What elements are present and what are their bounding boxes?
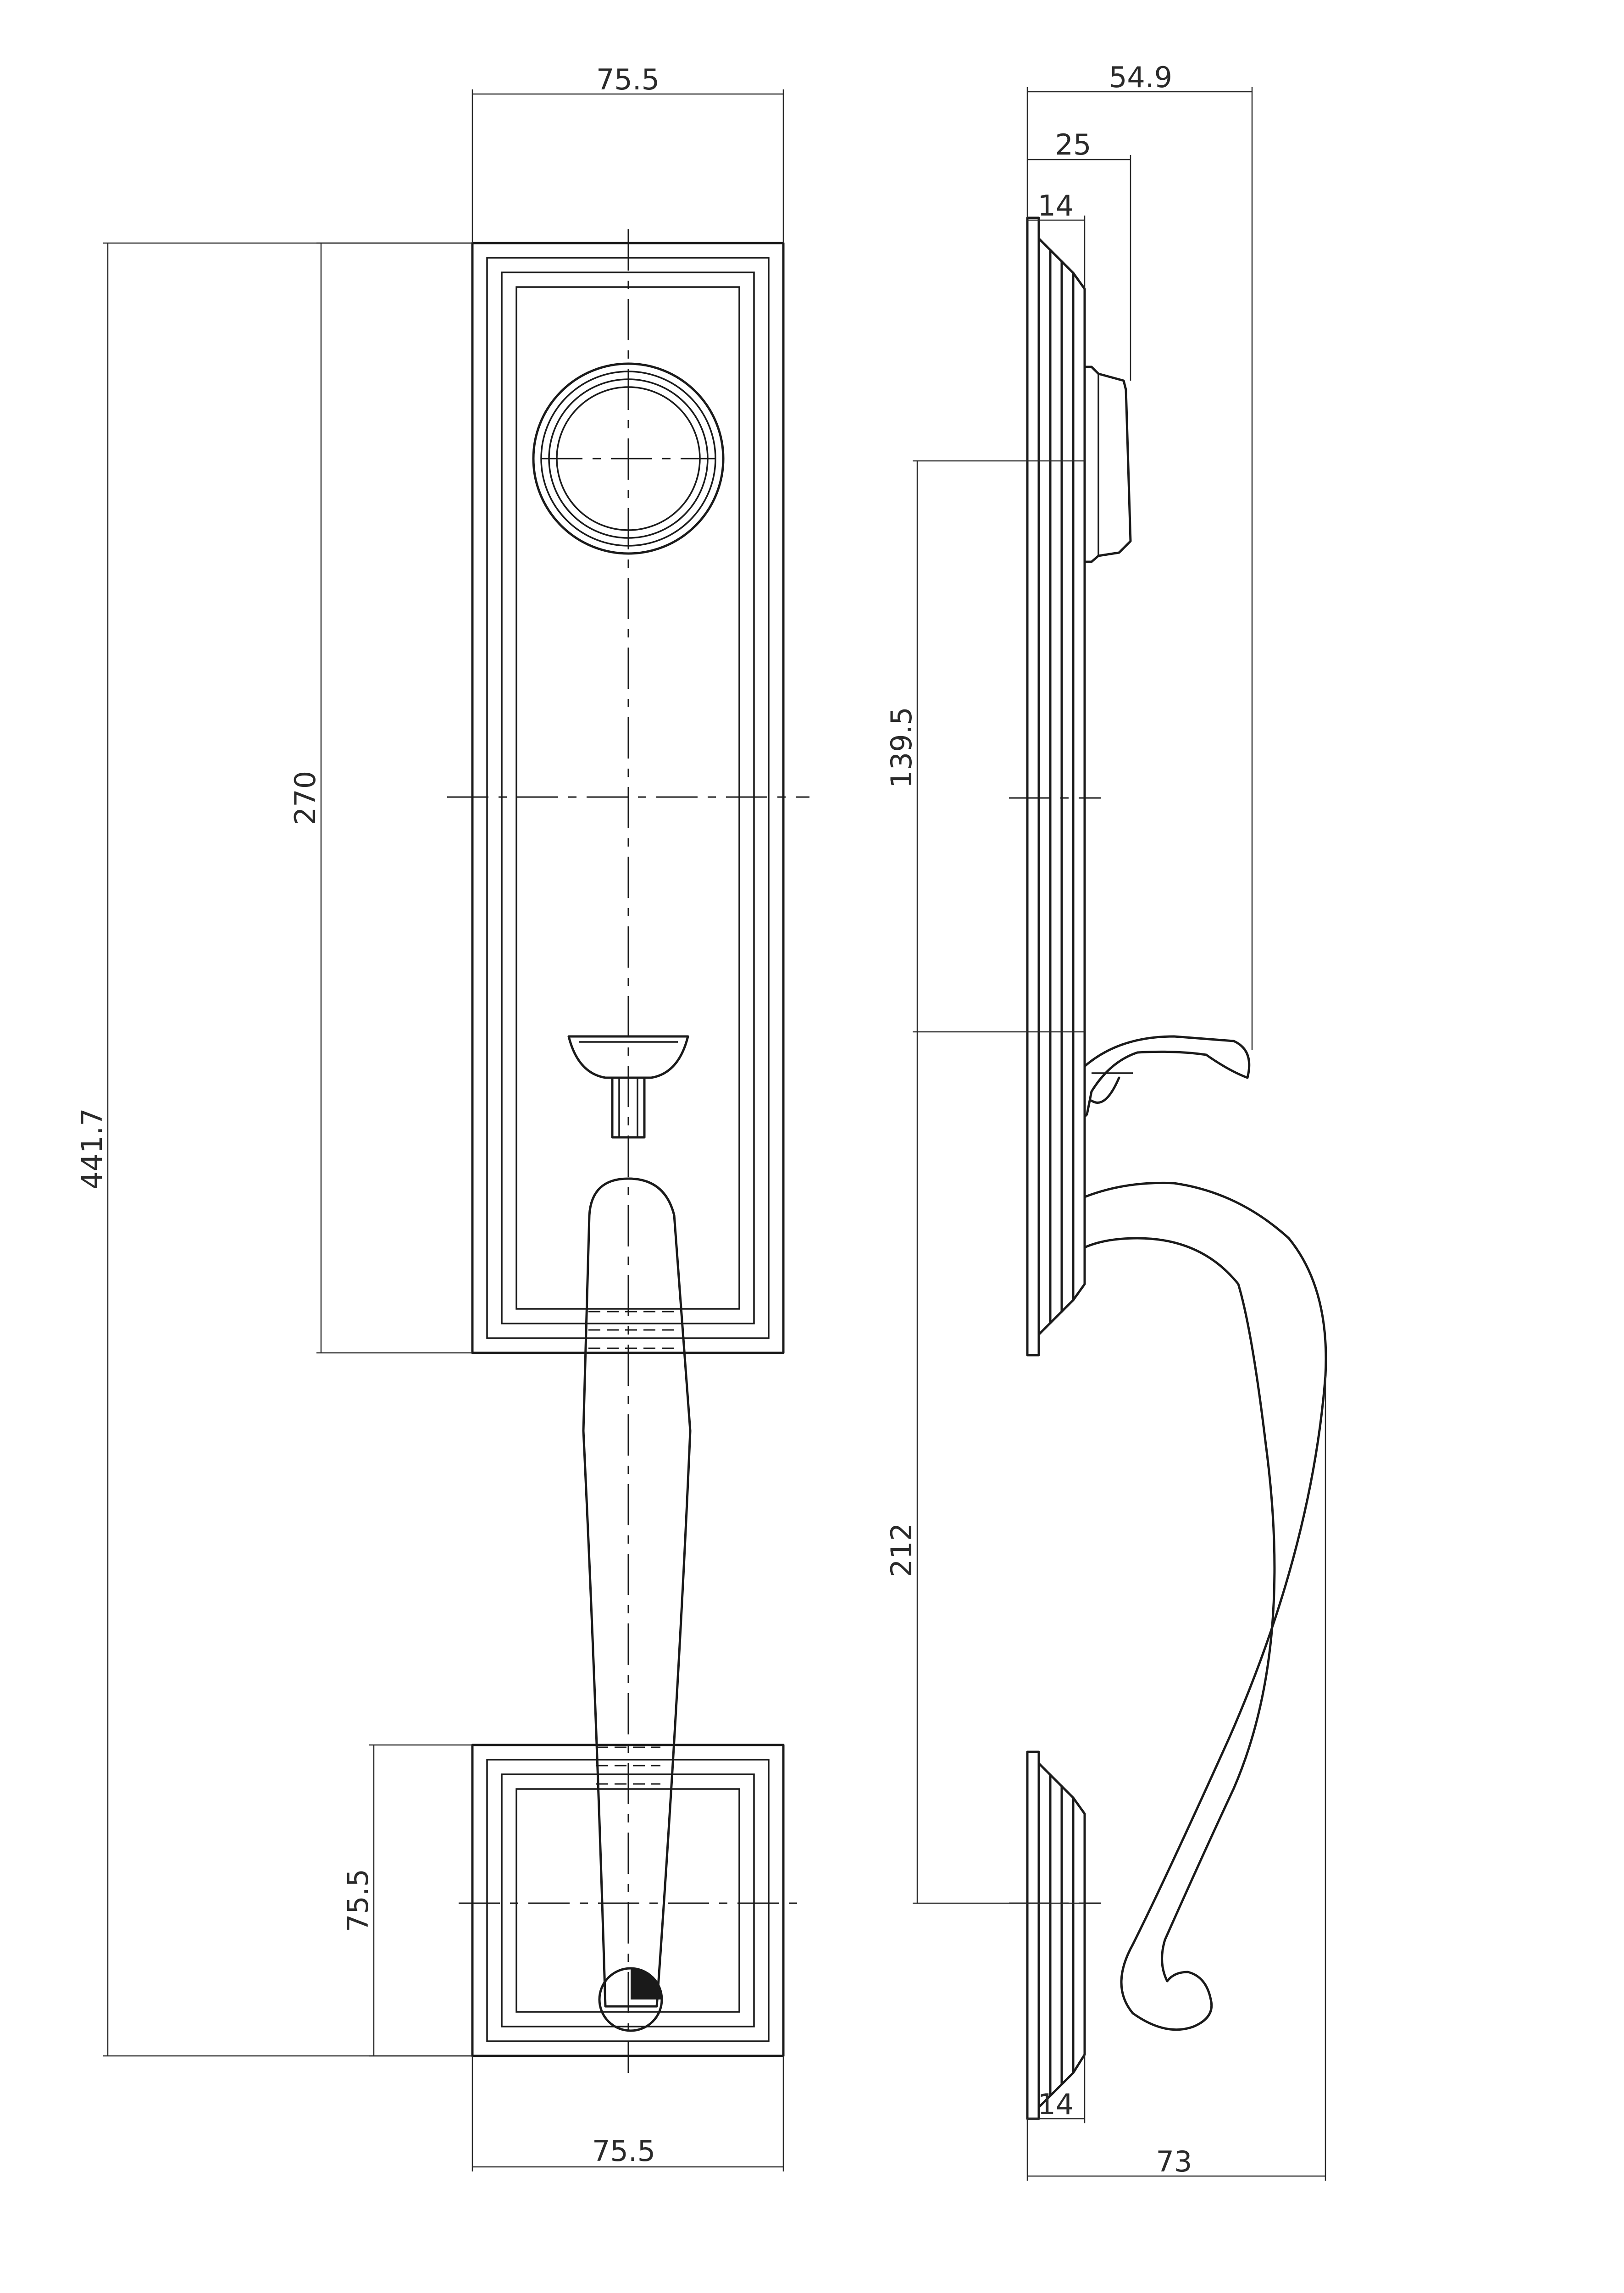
handle-end-knob [598, 1967, 663, 2032]
dim-label-front-top-width: 75.5 [596, 63, 660, 96]
dim-label-side-bottom-depth: 73 [1156, 2145, 1192, 2178]
dim-label-side-depth-25: 25 [1055, 128, 1092, 161]
dim-label-side-spacing-139-5: 139.5 [885, 707, 918, 788]
side-deadbolt-knob [1083, 366, 1132, 563]
dim-label-side-depth-14-top: 14 [1038, 189, 1074, 222]
dim-label-side-spacing-212: 212 [885, 1523, 918, 1577]
dim-front-total-height: 441.7 [75, 242, 472, 2057]
dim-label-side-depth-14-bottom: 14 [1038, 2088, 1074, 2121]
dim-side-top-depth: 54.9 [1026, 61, 1253, 1050]
dim-label-front-plate-height: 270 [288, 771, 322, 825]
dim-side-spacing-212: 212 [885, 1032, 1085, 1904]
dim-label-front-total-height: 441.7 [75, 1108, 109, 1190]
dim-side-bottom-depth: 73 [1026, 1376, 1326, 2181]
side-center-lines [1009, 797, 1101, 1904]
front-center-lines [447, 229, 809, 2073]
dim-front-top-width: 75.5 [471, 63, 784, 243]
handle-grip [582, 1177, 692, 2008]
dim-front-bottom-plate-height: 75.5 [341, 1744, 472, 2057]
side-top-plate [1026, 216, 1086, 1357]
dim-front-plate-height: 270 [288, 242, 472, 1354]
dim-label-front-bottom-plate-height: 75.5 [341, 1869, 375, 1932]
side-bottom-plate [1026, 1750, 1086, 2120]
side-view: 54.9 25 14 139.5 212 [885, 61, 1327, 2181]
dim-label-side-top-depth: 54.9 [1109, 61, 1172, 94]
dim-side-spacing-139-5: 139.5 [885, 460, 1085, 1033]
dim-side-depth-14-top: 14 [1027, 189, 1086, 289]
dim-side-depth-25: 25 [1027, 128, 1131, 381]
side-thumb-lever [1083, 1035, 1251, 1118]
dim-side-depth-14-bottom: 14 [1027, 2055, 1086, 2123]
dim-front-bottom-width: 75.5 [471, 2056, 784, 2171]
side-s-handle [1083, 1181, 1327, 2031]
dim-label-front-bottom-width: 75.5 [592, 2134, 655, 2168]
front-view: 75.5 441.7 270 75.5 75.5 [75, 63, 809, 2171]
